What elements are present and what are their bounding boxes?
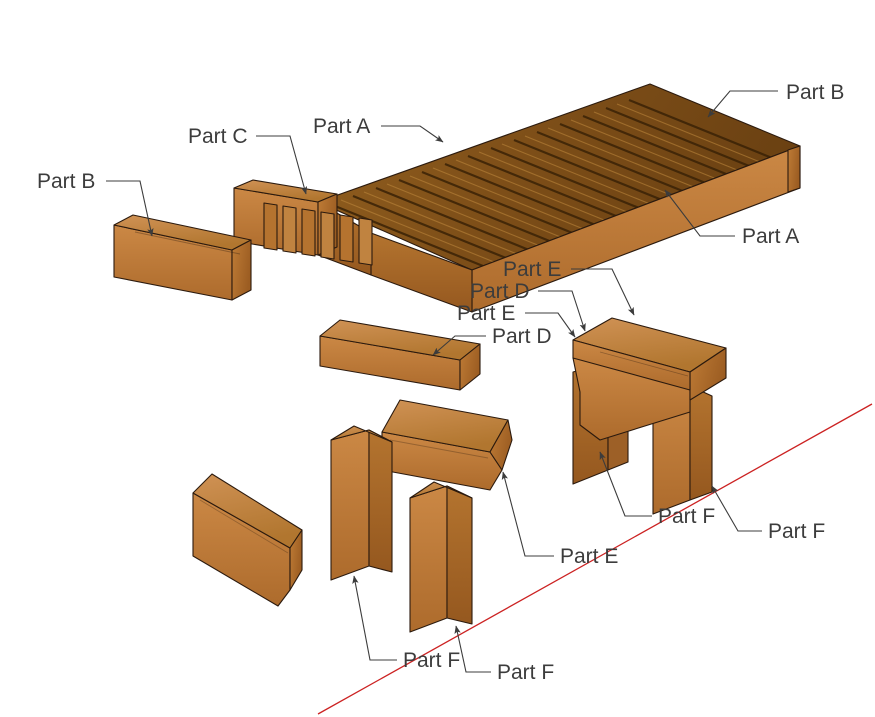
label-part-e-2: Part E [457,302,515,325]
label-part-f-2: Part F [768,520,825,543]
chamfer-board-left-end [289,529,303,591]
label-part-c: Part C [188,125,248,148]
label-part-b-left: Part B [37,170,95,193]
part-labels: Part B Part A Part C Part B Part A Part … [37,81,844,684]
leader-lines [106,90,778,673]
label-part-d-2: Part D [492,325,552,348]
leader-part-a-right [664,189,735,237]
leader-part-e-3 [501,471,554,557]
leader-part-b-left [106,180,154,237]
leader-part-f-4 [454,625,491,673]
leader-part-f-1 [599,451,652,517]
chamfer-board-mid-end [489,419,513,471]
leader-part-d-1 [538,290,586,332]
label-part-b-top-right: Part B [786,81,844,104]
apron-beam-right-end [231,239,252,301]
leg-left-top-face [330,425,393,443]
label-part-f-4: Part F [497,661,554,684]
tabletop-slat-lines [329,98,783,268]
leg-right-top-face [409,481,473,499]
leg-left-front-face [330,429,370,581]
label-part-f-3: Part F [403,649,460,672]
trestle-front-leg-side [689,385,713,501]
label-part-e-1: Part E [503,258,561,281]
leader-part-f-3 [352,575,397,661]
part-c-end-cap [233,179,373,266]
label-part-d-1: Part D [470,280,530,303]
flat-beam-right-end [459,343,481,391]
leader-part-c [256,135,308,195]
assembled-trestle [572,317,727,515]
leader-part-e-1 [571,268,635,316]
label-part-e-3: Part E [560,545,618,568]
part-e-board-left [192,473,303,607]
part-b-apron-beam [113,214,252,301]
tabletop-slat-highlights [340,103,771,263]
trestle-rail-end [689,347,727,401]
leader-part-e-2 [525,312,576,338]
leader-part-b-top-right [707,90,778,118]
part-f-leg-left [330,425,393,581]
leader-part-a-top [381,125,444,143]
label-part-a-right: Part A [742,225,799,248]
leader-part-d-2 [432,335,486,356]
leader-part-f-2 [711,485,762,532]
label-part-a-top: Part A [313,115,370,138]
part-f-leg-right [409,481,473,633]
leg-left-side-face [368,429,393,573]
trestle-rail-front [572,339,691,391]
section-cut-line [317,403,873,715]
slat-end-blocks [263,202,373,266]
part-a-tabletop [317,83,801,313]
leg-right-side-face [446,485,473,625]
part-e-board-middle [381,399,513,491]
tabletop-right-end [787,145,801,193]
leg-right-front-face [409,485,448,633]
label-part-f-1: Part F [658,505,715,528]
part-d-flat-beam [319,319,481,391]
